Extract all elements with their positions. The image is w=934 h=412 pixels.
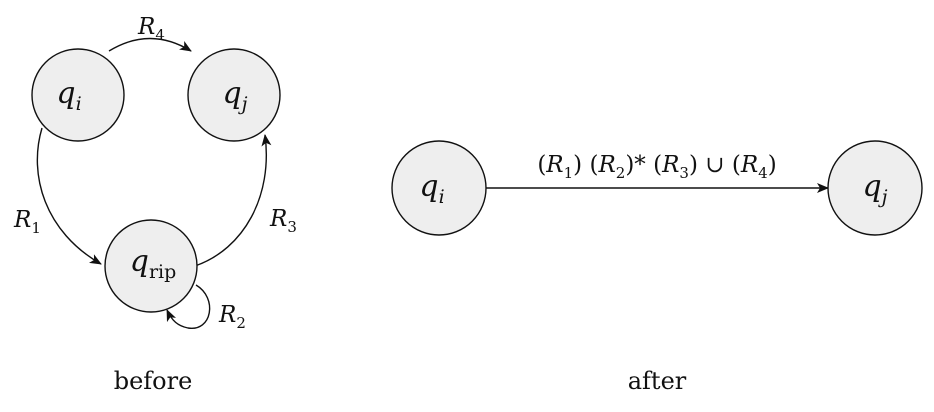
edge-r1-qi-to-qrip <box>36 127 102 265</box>
state-qi-subscript: i <box>76 93 82 115</box>
after-diagram: qi qj (R1) (R2)* (R3) ∪ (R4) after <box>391 140 923 395</box>
state-qi-symbol: q <box>56 76 75 111</box>
svg-text:qj: qj <box>862 169 887 208</box>
edge-label-r3: R3 <box>269 206 297 236</box>
edge-label-r2-subscript: 2 <box>236 314 246 332</box>
regex-close-1: ) <box>573 152 582 178</box>
regex-r4-symbol: R <box>740 152 758 178</box>
regex-r2-symbol: R <box>597 152 615 178</box>
after-state-qi: qi <box>391 140 487 236</box>
edge-r4-qi-to-qj <box>108 37 192 52</box>
svg-text:qi: qi <box>419 169 444 208</box>
regex-r1-subscript: 1 <box>564 164 574 182</box>
edge-label-r1-subscript: 1 <box>31 219 41 237</box>
edge-label-r2: R2 <box>218 302 246 332</box>
combined-edge-label: (R1) (R2)* (R3) ∪ (R4) <box>537 152 776 182</box>
regex-close-4: ) <box>768 152 777 178</box>
edge-label-r1: R1 <box>13 207 41 237</box>
after-state-qj-symbol: q <box>862 169 881 204</box>
after-state-qj-subscript: j <box>878 186 888 208</box>
caption-after: after <box>628 367 687 395</box>
state-qrip: qrip <box>104 219 198 313</box>
edge-label-r3-symbol: R <box>269 206 287 232</box>
edge-label-r2-symbol: R <box>218 302 236 328</box>
svg-text:qj: qj <box>222 76 247 115</box>
after-state-qi-subscript: i <box>439 186 445 208</box>
before-diagram: qi qj qrip R4 R1 R3 R2 be <box>13 14 297 395</box>
after-state-qi-symbol: q <box>419 169 438 204</box>
regex-r3-subscript: 3 <box>679 164 689 182</box>
svg-text:qi: qi <box>56 76 81 115</box>
regex-open-1: ( <box>537 152 546 178</box>
svg-text:qrip: qrip <box>130 244 177 283</box>
edge-r2-qrip-self-loop <box>166 284 211 329</box>
regex-r1-symbol: R <box>545 152 563 178</box>
state-qj-symbol: q <box>222 76 241 111</box>
state-qrip-symbol: q <box>130 244 149 279</box>
edge-label-r3-subscript: 3 <box>287 218 297 236</box>
caption-before: before <box>114 367 193 395</box>
regex-r3-symbol: R <box>661 152 679 178</box>
regex-r2-subscript: 2 <box>616 164 626 182</box>
regex-r4-subscript: 4 <box>758 164 768 182</box>
edge-r3-qrip-to-qj <box>194 134 272 267</box>
state-qj-subscript: j <box>238 93 248 115</box>
regex-union: ) ∪ ( <box>689 152 741 178</box>
edge-label-r4-symbol: R <box>137 14 155 40</box>
regex-close-2-star: )* ( <box>625 152 662 178</box>
edge-label-r4-subscript: 4 <box>155 26 165 44</box>
after-state-qj: qj <box>827 140 923 236</box>
state-qrip-subscript: rip <box>149 261 176 283</box>
state-qj: qj <box>187 48 281 142</box>
edge-label-r4: R4 <box>137 14 165 44</box>
state-qi: qi <box>31 48 125 142</box>
regex-open-2: ( <box>582 152 598 178</box>
edge-label-r1-symbol: R <box>13 207 31 233</box>
